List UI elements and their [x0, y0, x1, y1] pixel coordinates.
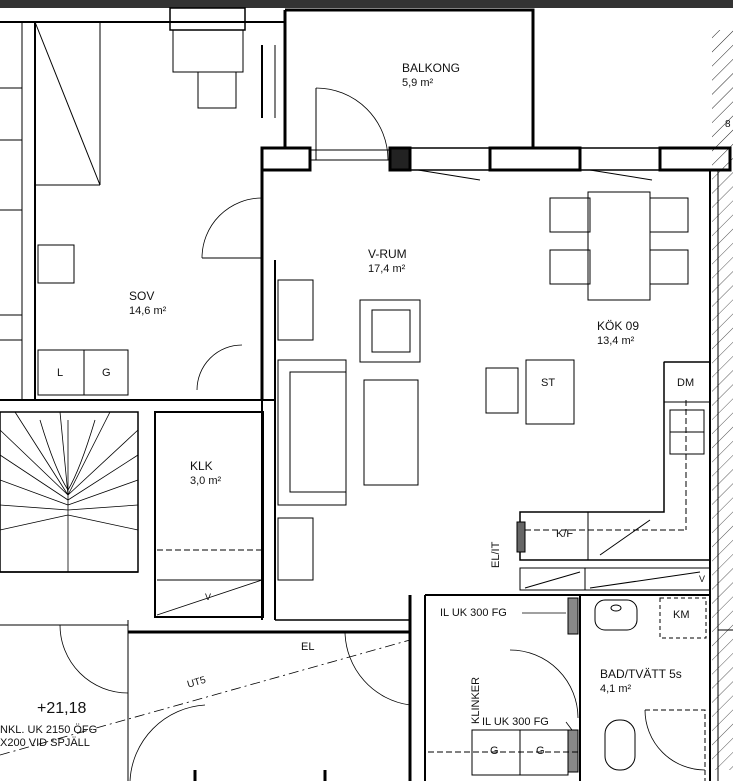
fixture-label-g: G	[102, 367, 111, 379]
room-area-vrum: 17,4 m²	[368, 263, 406, 275]
fixture-label-l: L	[57, 367, 64, 379]
fixture-label-kf: K/F	[556, 528, 574, 540]
fixture-label-v-kitchen: V	[699, 574, 706, 584]
fixture-label-g-bath-1: G	[490, 745, 499, 757]
annotation-edge-8: 8	[725, 119, 731, 130]
annotation-nkl-line2: X200 VID SPJÄLL	[0, 737, 90, 749]
room-area-sov: 14,6 m²	[129, 305, 167, 317]
annotation-el-it: EL/IT	[490, 541, 502, 568]
room-name-balkong: BALKONG	[402, 61, 461, 75]
room-area-klk: 3,0 m²	[190, 475, 222, 487]
room-name-bad: BAD/TVÄTT 5s	[600, 667, 682, 681]
bathroom-layout	[425, 590, 733, 781]
fixture-label-dm: DM	[677, 377, 695, 389]
bedroom-doors	[196, 197, 263, 391]
balcony-outline	[169, 7, 535, 150]
staircase	[0, 411, 139, 573]
north-wall	[260, 146, 732, 181]
corridor-walls	[0, 595, 426, 781]
annotation-el: EL	[301, 641, 315, 653]
room-area-kok: 13,4 m²	[597, 335, 635, 347]
balcony-door	[315, 87, 389, 161]
exterior-wall-right	[709, 30, 733, 781]
fixture-label-g-bath-2: G	[536, 745, 545, 757]
annotation-il-uk-2: IL UK 300 FG	[482, 716, 549, 728]
bedroom-walls	[0, 21, 285, 401]
living-room-furniture	[277, 279, 421, 581]
annotation-klinker: KLINKER	[470, 676, 482, 724]
annotation-elevation: +21,18	[37, 700, 87, 717]
room-area-balkong: 5,9 m²	[402, 77, 434, 89]
leader-lines	[522, 612, 573, 731]
room-name-sov: SOV	[129, 289, 155, 303]
room-name-vrum: V-RUM	[368, 247, 407, 261]
annotation-nkl-line1: NKL. UK 2150 ÖFG	[0, 724, 98, 736]
room-name-kok: KÖK 09	[597, 319, 640, 333]
fixture-label-km: KM	[673, 609, 690, 621]
room-name-klk: KLK	[190, 459, 213, 473]
closet-walls	[154, 260, 276, 620]
fixture-label-v-closet: V	[205, 592, 212, 602]
top-border-strip	[0, 0, 733, 8]
fixture-label-st: ST	[541, 377, 556, 389]
annotation-il-uk-1: IL UK 300 FG	[440, 607, 507, 619]
kitchen-layout	[485, 191, 711, 591]
room-area-bad: 4,1 m²	[600, 683, 632, 695]
